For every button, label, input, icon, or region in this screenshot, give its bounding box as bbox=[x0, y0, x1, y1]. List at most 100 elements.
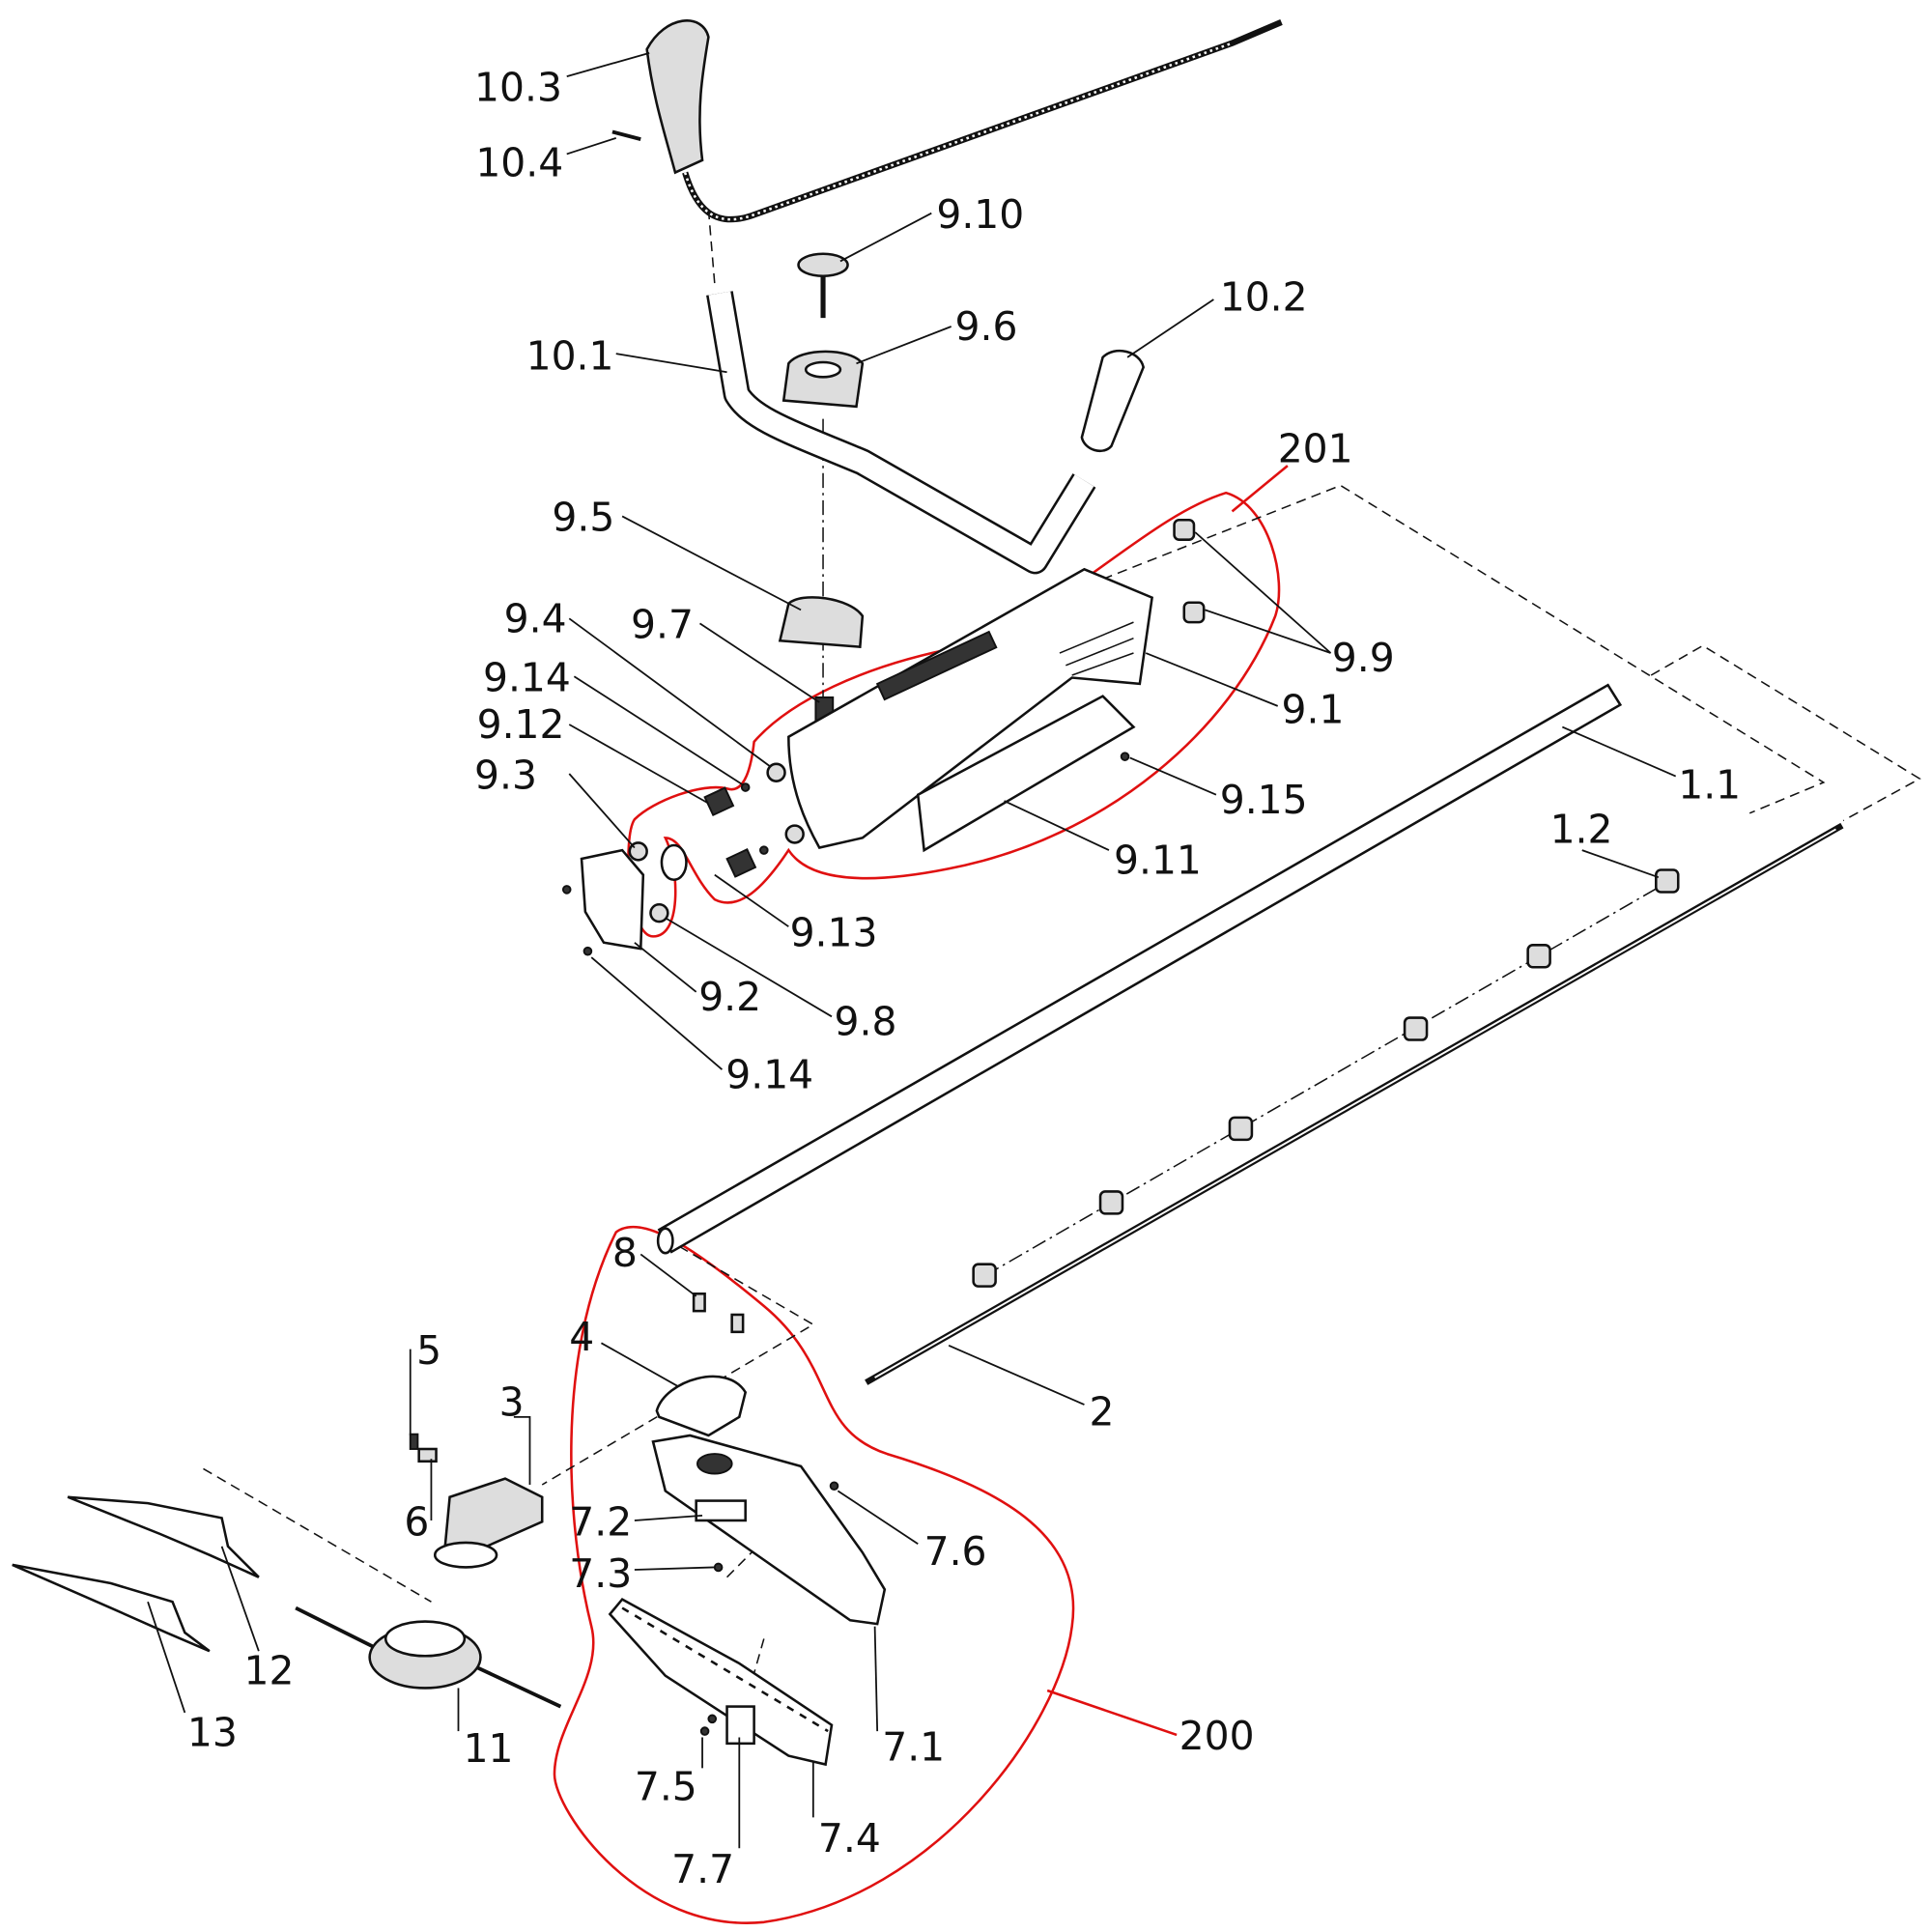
label-9-13: 9.13 bbox=[790, 910, 878, 956]
throttle-cable-inner bbox=[683, 42, 1233, 221]
screw-5 bbox=[409, 1433, 419, 1450]
nut-9-9 bbox=[1182, 601, 1206, 624]
label-1-2: 1.2 bbox=[1550, 806, 1613, 852]
screw bbox=[561, 885, 572, 895]
label-5: 5 bbox=[416, 1327, 441, 1374]
knob-9-10 bbox=[797, 252, 849, 277]
blade-13 bbox=[12, 1563, 211, 1653]
assembly-line bbox=[707, 209, 716, 284]
label-7-4: 7.4 bbox=[818, 1815, 881, 1861]
blade-7-7 bbox=[725, 1705, 755, 1746]
guard-7-1-clamp bbox=[696, 1453, 733, 1475]
bolt-8 bbox=[692, 1293, 706, 1313]
assembly-line bbox=[1650, 644, 1921, 822]
label-200: 200 bbox=[1179, 1713, 1255, 1759]
label-9-2: 9.2 bbox=[698, 974, 761, 1020]
trimmer-head-11-top bbox=[384, 1620, 467, 1658]
bushing-1-2 bbox=[972, 1263, 997, 1288]
label-9-5: 9.5 bbox=[552, 495, 614, 541]
spring-9-12 bbox=[703, 786, 735, 817]
label-9-4: 9.4 bbox=[504, 595, 567, 641]
screw-6 bbox=[417, 1447, 438, 1463]
housing-9-1 bbox=[787, 567, 1154, 850]
label-4: 4 bbox=[569, 1314, 594, 1360]
label-9-14: 9.14 bbox=[483, 655, 571, 701]
label-3: 3 bbox=[499, 1379, 525, 1426]
screw bbox=[759, 845, 769, 855]
label-13: 13 bbox=[187, 1709, 238, 1755]
bushing-1-2 bbox=[1228, 1116, 1254, 1142]
label-2: 2 bbox=[1090, 1389, 1115, 1435]
screw-7-6 bbox=[829, 1481, 839, 1492]
assembly-line bbox=[541, 1237, 815, 1486]
label-9-1: 9.1 bbox=[1282, 687, 1345, 733]
bushing-1-2 bbox=[1403, 1016, 1429, 1041]
trimmer-line bbox=[295, 1605, 562, 1709]
screw-9-14 bbox=[740, 782, 751, 792]
clip-9-13 bbox=[660, 843, 688, 881]
spring-9-12b bbox=[725, 848, 757, 878]
screw-9-15 bbox=[1120, 752, 1130, 761]
housing-9-1-ribs bbox=[1059, 621, 1134, 676]
clamp-9-6-hole bbox=[804, 360, 842, 379]
label-9-15: 9.15 bbox=[1220, 777, 1308, 823]
bolt-8b bbox=[730, 1313, 745, 1334]
guard-extension-7-4 bbox=[608, 1597, 834, 1767]
label-10-1: 10.1 bbox=[526, 333, 614, 380]
guard-extension-7-4-teeth bbox=[621, 1606, 829, 1733]
clamp-9-6 bbox=[781, 350, 865, 409]
group-200-outline bbox=[553, 1225, 1075, 1924]
assembly-line bbox=[203, 1467, 432, 1603]
handlebar-fill bbox=[708, 291, 1094, 572]
label-9-11: 9.11 bbox=[1114, 837, 1202, 883]
leader-lines bbox=[147, 51, 1677, 1849]
nut-9-9 bbox=[1173, 518, 1196, 541]
label-9-9: 9.9 bbox=[1332, 635, 1395, 681]
screw-10-4 bbox=[611, 129, 641, 141]
guard-7-1 bbox=[651, 1434, 887, 1626]
screw-7-5 bbox=[699, 1726, 710, 1736]
label-6: 6 bbox=[404, 1498, 429, 1545]
grip-10-2 bbox=[1080, 349, 1146, 453]
label-7-6: 7.6 bbox=[924, 1528, 987, 1575]
label-1-1: 1.1 bbox=[1678, 762, 1741, 809]
label-7-1: 7.1 bbox=[882, 1724, 945, 1771]
throttle-cable bbox=[682, 19, 1283, 223]
group-200-leader bbox=[1046, 1689, 1178, 1737]
bushing-1-2 bbox=[1098, 1190, 1124, 1215]
assembly-line bbox=[985, 880, 1670, 1276]
label-9-3: 9.3 bbox=[474, 752, 537, 798]
label-10-3: 10.3 bbox=[474, 65, 562, 111]
blade-12 bbox=[67, 1495, 260, 1578]
block-9-2 bbox=[580, 848, 645, 951]
shaft-tube-end bbox=[656, 1227, 674, 1255]
throttle-handle bbox=[645, 19, 710, 175]
clamp-4 bbox=[655, 1375, 748, 1437]
nut-9-8 bbox=[649, 902, 669, 923]
label-8: 8 bbox=[612, 1230, 638, 1276]
label-7-2: 7.2 bbox=[569, 1498, 632, 1545]
label-7-7: 7.7 bbox=[671, 1846, 734, 1892]
screw-7-3 bbox=[713, 1562, 724, 1573]
label-9-7: 9.7 bbox=[631, 602, 694, 648]
label-9-8: 9.8 bbox=[835, 998, 897, 1044]
label-9-14-lower: 9.14 bbox=[725, 1051, 813, 1097]
label-9-6: 9.6 bbox=[955, 303, 1018, 350]
cover-9-11 bbox=[916, 695, 1136, 853]
screw-9-14b bbox=[582, 946, 593, 956]
housing-9-1-switch bbox=[875, 630, 998, 701]
drive-shaft-2-inner bbox=[874, 828, 1836, 1378]
label-7-3: 7.3 bbox=[569, 1550, 632, 1597]
nut-9-4 bbox=[766, 762, 786, 782]
label-9-10: 9.10 bbox=[936, 191, 1024, 238]
plate-7-2 bbox=[695, 1499, 747, 1522]
group-201-leader bbox=[1231, 465, 1289, 513]
label-10-4: 10.4 bbox=[475, 139, 563, 185]
gearhead-3-base bbox=[433, 1541, 498, 1569]
label-201: 201 bbox=[1278, 425, 1353, 471]
label-7-5: 7.5 bbox=[635, 1764, 697, 1810]
label-9-12: 9.12 bbox=[477, 701, 565, 748]
bushing-1-2 bbox=[1655, 868, 1680, 894]
